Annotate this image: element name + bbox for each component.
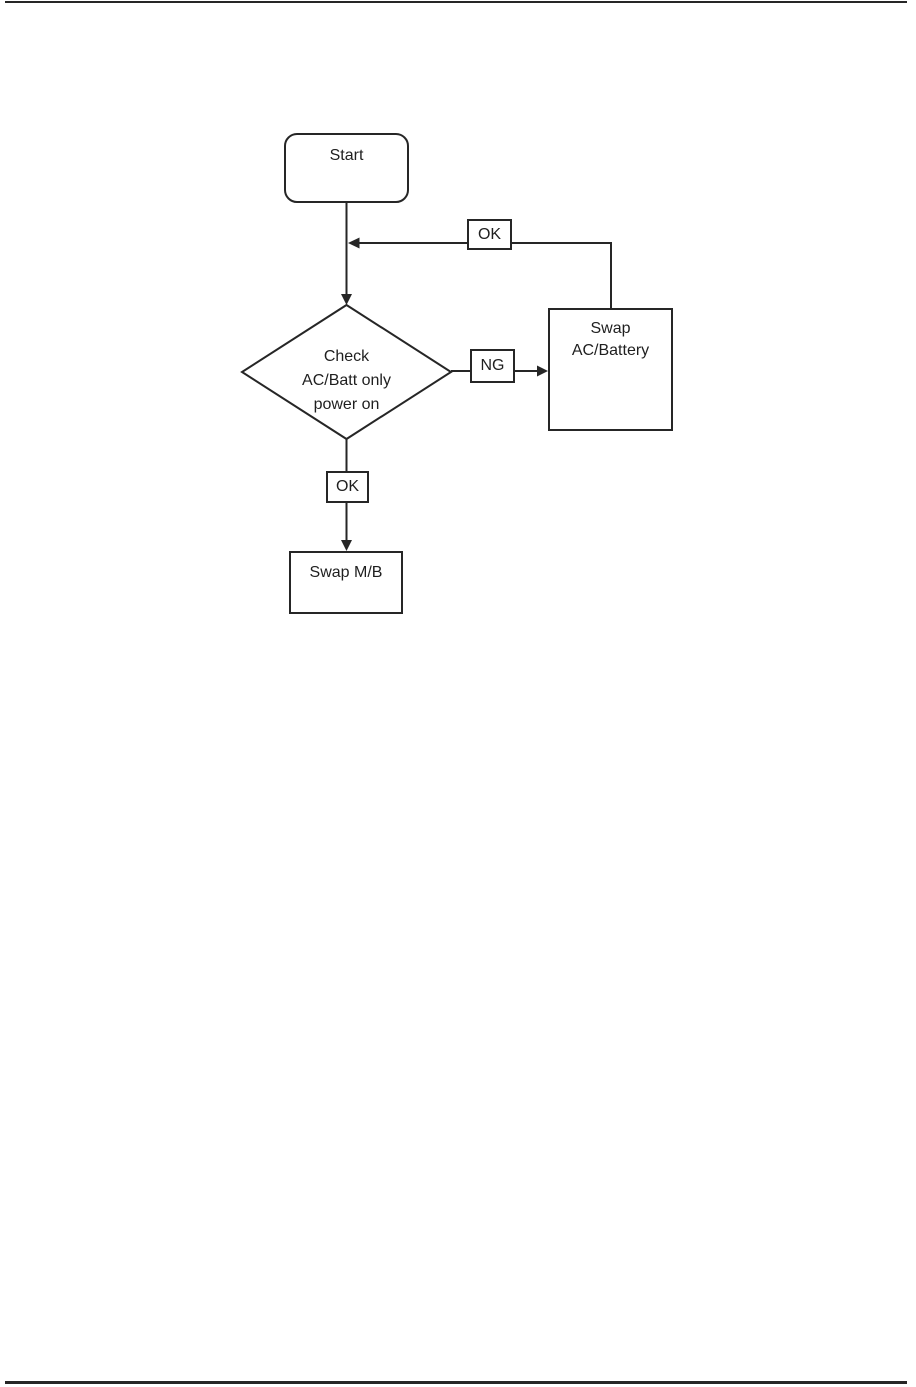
arrowhead-feedback-left (348, 237, 360, 249)
troubleshooting-flowchart: Start OK Check AC/Batt only power on NG … (240, 133, 673, 614)
swap-ac-line-2: AC/Battery (571, 342, 650, 359)
arrowhead-into-swap-mb (341, 540, 352, 551)
arrowhead-ng-right (537, 365, 548, 377)
edge-feedback-ok (354, 242, 612, 308)
decision-label: Check AC/Batt only power on (246, 345, 447, 417)
swap-ac-line-1: Swap (590, 320, 631, 337)
swap-mb-label: Swap M/B (309, 564, 383, 581)
decision-line-1: Check (323, 348, 370, 365)
arrowhead-into-decision (341, 294, 352, 305)
ng-label: NG (470, 349, 515, 383)
start-node: Start (284, 133, 409, 203)
ok-feedback-label: OK (467, 219, 512, 250)
flowchart-connectors (240, 203, 612, 551)
decision-line-2: AC/Batt only (302, 372, 391, 389)
decision-diamond (240, 303, 453, 441)
swap-mb-node: Swap M/B (289, 551, 403, 614)
swap-ac-battery-node: Swap AC/Battery (548, 308, 673, 431)
decision-line-3: power on (313, 396, 380, 413)
start-label: Start (329, 147, 364, 164)
ok-down-label: OK (326, 471, 369, 503)
page-bottom-rule (5, 1381, 907, 1384)
page-top-rule (5, 1, 907, 3)
